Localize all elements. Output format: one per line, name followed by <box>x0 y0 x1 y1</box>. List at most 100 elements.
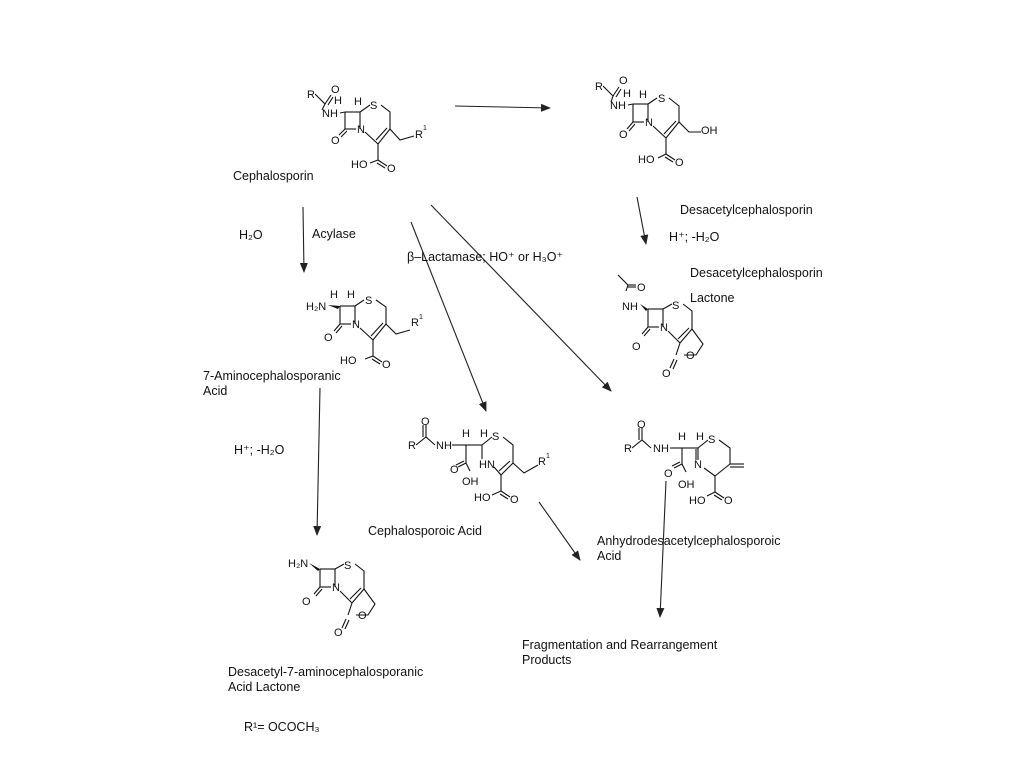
svg-text:R: R <box>538 456 546 468</box>
svg-text:OH: OH <box>678 479 695 491</box>
svg-text:OH: OH <box>462 476 479 488</box>
arrow-to-desacetylcephalosporin <box>454 103 551 112</box>
reagent-water: H₂O <box>239 228 263 242</box>
svg-text:S: S <box>492 431 499 443</box>
svg-text:NH: NH <box>610 100 626 112</box>
label-aca-lactone-line1: Desacetyl-7-aminocephalosporanic <box>228 665 424 679</box>
desacetylcephalosporin-structure: R O NH H H O N S OH HO O <box>595 75 718 169</box>
svg-text:O: O <box>637 419 646 431</box>
svg-text:H: H <box>678 431 686 443</box>
svg-text:HO: HO <box>689 495 706 507</box>
reagent-acid-dehydration-right: H⁺; -H₂O <box>669 230 720 244</box>
label-desacetyl-lactone-line1: Desacetylcephalosporin <box>690 266 823 280</box>
svg-text:O: O <box>724 495 733 507</box>
label-r1-definition: R¹= OCOCH₃ <box>244 720 320 734</box>
svg-text:N: N <box>645 117 653 129</box>
cephalosporin-structure: R O NH H H O N S R 1 HO O <box>307 84 427 175</box>
svg-text:H: H <box>462 428 470 440</box>
svg-text:O: O <box>632 341 641 353</box>
arrow-to-aca-lactone <box>313 387 322 536</box>
svg-text:1: 1 <box>423 125 427 132</box>
svg-text:O: O <box>302 596 311 608</box>
label-anhydro-line1: Anhydrodesacetylcephalosporoic <box>597 534 781 548</box>
svg-text:O: O <box>382 359 391 371</box>
svg-text:R: R <box>408 440 416 452</box>
svg-text:HO: HO <box>638 154 655 166</box>
svg-text:H: H <box>334 95 342 107</box>
arrow-to-anhydrodesacetylcephalosporoic-acid <box>430 204 612 392</box>
label-aca-line1: 7-Aminocephalosporanic <box>203 369 341 383</box>
svg-text:R: R <box>411 317 419 329</box>
arrow-anhydro-to-fragmentation <box>656 480 667 618</box>
svg-text:O: O <box>664 468 673 480</box>
aca-lactone-structure: H₂N O N S O O <box>288 558 376 639</box>
svg-text:S: S <box>708 434 715 446</box>
svg-text:O: O <box>637 282 646 294</box>
svg-text:R: R <box>307 89 315 101</box>
svg-text:O: O <box>387 163 396 175</box>
arrow-to-desacetyl-lactone <box>636 196 649 245</box>
label-cephalosporin: Cephalosporin <box>233 169 314 183</box>
svg-text:N: N <box>332 582 340 594</box>
svg-text:OH: OH <box>701 125 718 137</box>
svg-text:NH: NH <box>653 443 669 455</box>
svg-text:H: H <box>623 88 631 100</box>
label-desacetylcephalosporin: Desacetylcephalosporin <box>680 203 813 217</box>
svg-text:O: O <box>331 84 340 96</box>
svg-text:H₂N: H₂N <box>306 301 326 313</box>
svg-text:N: N <box>352 319 360 331</box>
svg-text:NH: NH <box>322 108 338 120</box>
svg-text:HO: HO <box>474 492 491 504</box>
svg-text:O: O <box>675 157 684 169</box>
anhydrodesacetylcephalosporoic-acid-structure: R O NH H O OH H S N HO O <box>624 419 744 507</box>
label-aca-line2: Acid <box>203 384 228 398</box>
arrow-to-cephalosporoic-acid <box>410 221 487 412</box>
svg-text:O: O <box>619 75 628 87</box>
svg-text:O: O <box>686 350 695 362</box>
svg-text:O: O <box>358 610 367 622</box>
svg-text:HO: HO <box>340 355 357 367</box>
svg-text:H: H <box>347 289 355 301</box>
aminocephalosporanic-acid-structure: H₂N H H O N S R 1 HO O <box>306 289 423 371</box>
cephalosporoic-acid-structure: R O NH H O OH H S HN R 1 HO O <box>408 416 550 506</box>
arrow-to-aminocephalosporanic-acid <box>299 206 308 273</box>
reagent-acid-dehydration-left: H⁺; -H₂O <box>234 443 285 457</box>
reagent-acylase: Acylase <box>312 227 356 241</box>
svg-text:S: S <box>370 100 377 112</box>
label-fragmentation-line1: Fragmentation and Rearrangement <box>522 638 718 652</box>
svg-text:N: N <box>694 459 702 471</box>
svg-text:H: H <box>639 89 647 101</box>
svg-text:S: S <box>658 93 665 105</box>
svg-text:O: O <box>619 129 628 141</box>
label-desacetyl-lactone-line2: Lactone <box>690 291 735 305</box>
svg-text:NH: NH <box>436 440 452 452</box>
svg-text:1: 1 <box>419 314 423 321</box>
arrow-cephalosporoic-to-fragmentation <box>538 501 581 561</box>
svg-text:N: N <box>660 322 668 334</box>
svg-text:H: H <box>480 428 488 440</box>
svg-text:O: O <box>450 464 459 476</box>
svg-text:NH: NH <box>622 301 638 313</box>
reagent-beta-lactamase: β–Lactamase; HO⁺ or H₃O⁺ <box>407 250 564 264</box>
svg-text:H: H <box>696 431 704 443</box>
svg-text:H: H <box>330 289 338 301</box>
svg-text:HO: HO <box>351 159 368 171</box>
svg-text:S: S <box>365 295 372 307</box>
svg-text:H₂N: H₂N <box>288 558 308 570</box>
svg-text:O: O <box>324 332 333 344</box>
svg-text:R: R <box>415 129 423 141</box>
svg-text:O: O <box>421 416 430 428</box>
svg-text:R: R <box>624 443 632 455</box>
svg-text:O: O <box>510 494 519 506</box>
label-anhydro-line2: Acid <box>597 549 622 563</box>
svg-text:S: S <box>672 300 679 312</box>
svg-text:HN: HN <box>479 459 495 471</box>
svg-text:O: O <box>331 135 340 147</box>
label-aca-lactone-line2: Acid Lactone <box>228 680 301 694</box>
svg-text:O: O <box>662 368 671 380</box>
label-fragmentation-line2: Products <box>522 653 572 667</box>
desacetylcephalosporin-lactone-structure: O NH O N S O O <box>617 274 704 380</box>
svg-text:N: N <box>357 124 365 136</box>
